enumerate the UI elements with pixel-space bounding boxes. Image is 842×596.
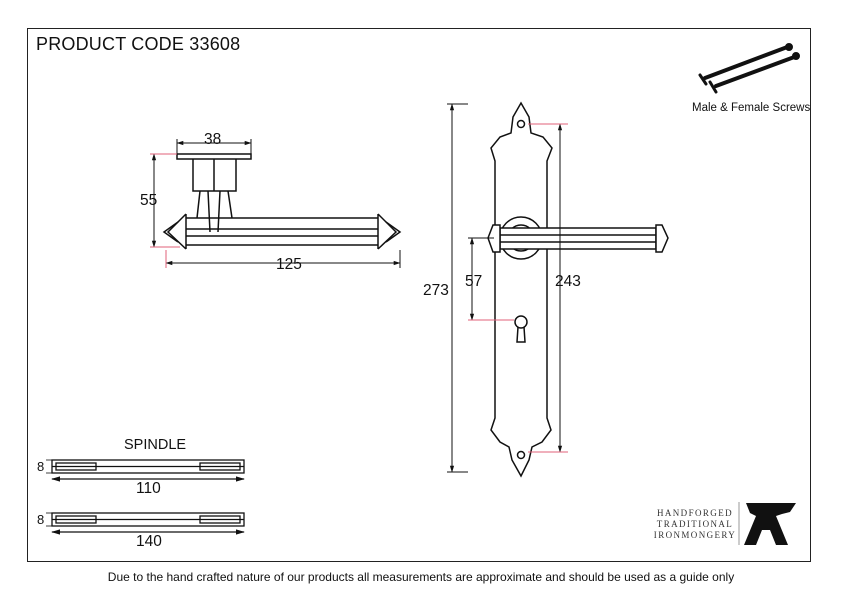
spindle-110	[46, 459, 245, 482]
brand-line-3: IRONMONGERY	[653, 530, 737, 540]
spindle-title: SPINDLE	[124, 437, 187, 453]
spindle-140	[46, 512, 245, 535]
spindle-110-thickness: 8	[37, 459, 44, 474]
lever-dimension-lines	[150, 139, 401, 268]
backplate-front-view	[490, 101, 553, 478]
spindle-110-length: 110	[136, 480, 161, 497]
footer-disclaimer: Due to the hand crafted nature of our pr…	[107, 570, 735, 584]
backplate-total-value: 273	[423, 282, 449, 299]
lever-length-value: 125	[276, 256, 302, 273]
lever-side-view	[162, 153, 402, 250]
spindle-140-length: 140	[136, 533, 162, 550]
screws-illustration	[698, 43, 800, 94]
anvil-logo-icon	[738, 502, 796, 545]
drawing-frame	[27, 28, 811, 562]
lever-height-value: 55	[140, 192, 157, 209]
brand-line-2: TRADITIONAL	[656, 519, 734, 529]
backplate-centres-value: 243	[555, 273, 581, 290]
handle-keyhole-value: 57	[465, 273, 482, 290]
product-code: PRODUCT CODE 33608	[36, 34, 241, 54]
brand-line-1: HANDFORGED	[656, 508, 733, 518]
handle-front-view	[487, 224, 669, 253]
spindle-140-thickness: 8	[37, 512, 44, 527]
screws-label: Male & Female Screws	[692, 102, 811, 114]
lever-width-value: 38	[204, 131, 221, 148]
backplate-dimension-lines	[447, 103, 568, 473]
